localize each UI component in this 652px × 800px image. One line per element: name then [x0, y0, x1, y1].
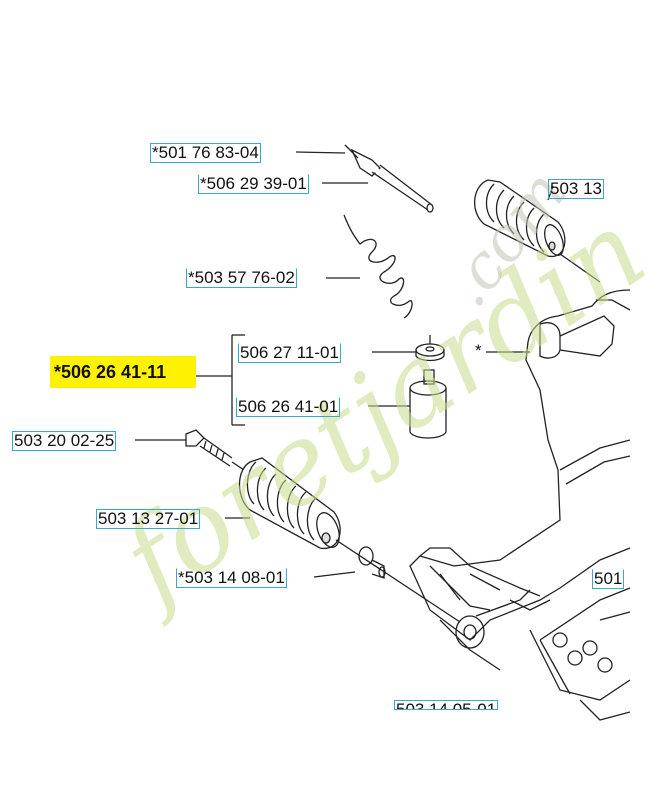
- label-506-27-11-01: 506 27 11-01: [238, 343, 341, 363]
- label-506-26-41-11-highlighted: *506 26 41-11: [50, 356, 196, 388]
- label-501-76-83-04: *501 76 83-04: [150, 143, 261, 163]
- label-503-57-76-02: *503 57 76-02: [186, 268, 297, 288]
- rubber-buffer-left: [238, 457, 341, 549]
- label-503-14-08-01: *503 14 08-01: [176, 568, 287, 588]
- coil-spring: [343, 214, 413, 319]
- label-506-26-41-01: 506 26 41-01: [236, 397, 341, 417]
- label-asterisk: *: [475, 341, 482, 360]
- label-503-13-27-01: 503 13 27-01: [96, 509, 201, 529]
- leader-501-76-83-04: [295, 151, 346, 154]
- frame-bracket: [409, 289, 631, 721]
- label-503-13-cut: 503 13: [548, 179, 604, 199]
- label-503-20-02-25: 503 20 02-25: [12, 431, 117, 451]
- label-501-cut: 501: [592, 569, 625, 589]
- label-bottom-cut: 503 14 05-01: [394, 700, 499, 710]
- rubber-buffer-right: [474, 179, 566, 257]
- label-506-29-39-01: *506 29 39-01: [198, 174, 309, 194]
- leader-503-14-08-01: [313, 571, 356, 578]
